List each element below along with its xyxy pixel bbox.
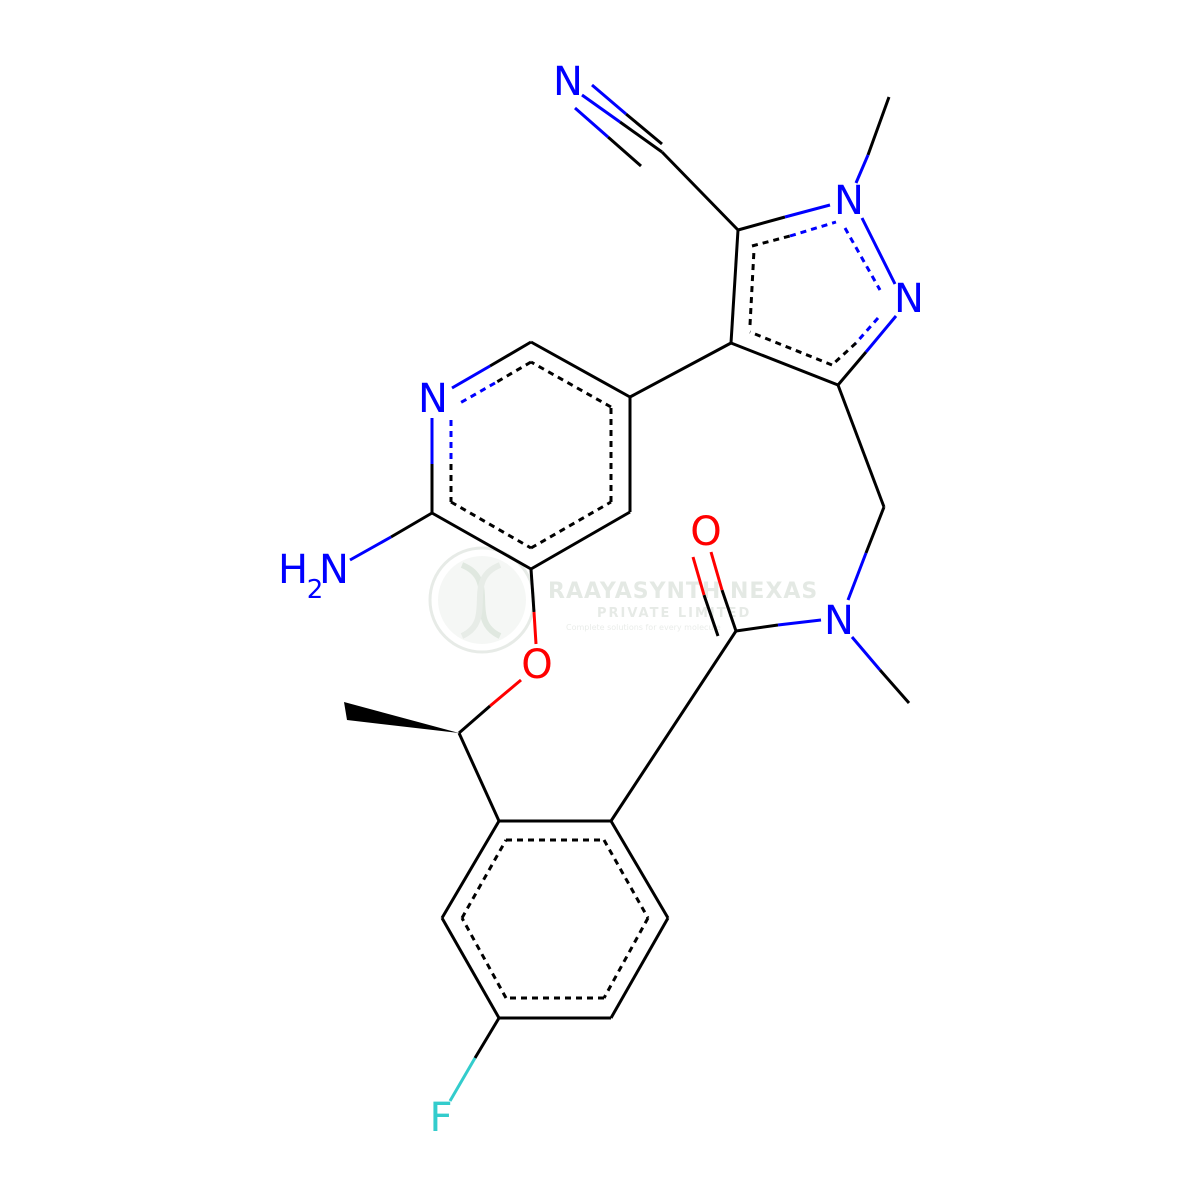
bond-ether-2: [489, 678, 522, 708]
bond-amide: [735, 623, 779, 633]
watermark-name: RAAYASYNTH NEXAS: [548, 579, 818, 604]
bond-amide-ch2: [846, 552, 868, 601]
pyridine-ring: [430, 340, 632, 571]
bond-ch2-pyrazole: [836, 384, 886, 508]
watermark-logo: RAAYASYNTH NEXAS PRIVATE LIMITED Complet…: [428, 546, 818, 654]
atom-carbonyl-oxygen: O: [690, 509, 721, 555]
bond-fluoro: [473, 1017, 501, 1059]
atom-labels: N N N N O N O F H 2 N: [278, 59, 924, 1141]
bond-nitrile: [574, 83, 740, 232]
bond-n1-methyl: [866, 96, 891, 156]
bond-amine: [390, 511, 433, 539]
watermark-tagline: Complete solutions for every molecule: [566, 623, 721, 632]
atom-pyrazole-n2: N: [894, 276, 924, 322]
atom-amine-subscript: 2: [307, 575, 324, 605]
atom-pyridine-nitrogen: N: [418, 376, 448, 422]
benzene-ring: [440, 819, 670, 1020]
bond-chiral-aryl: [457, 732, 501, 822]
atom-amine-group: H 2 N: [278, 547, 349, 605]
atom-fluorine: F: [429, 1095, 452, 1141]
bond-ether-1: [529, 568, 536, 613]
bond-wedge: [344, 702, 459, 733]
atom-nitrile-nitrogen: N: [553, 59, 583, 105]
bonds: [344, 83, 911, 1102]
atom-amine-nitrogen: N: [319, 547, 349, 593]
bond-biaryl: [629, 341, 732, 399]
atom-amide-nitrogen: N: [824, 598, 854, 644]
pyrazole-ring: [729, 203, 898, 387]
atom-ether-oxygen: O: [521, 642, 552, 688]
atom-pyrazole-n1: N: [834, 178, 864, 224]
bond-aryl-carbonyl: [609, 630, 738, 822]
atom-amine-hydrogen: H: [278, 547, 308, 593]
bond-amide-methyl: [850, 636, 882, 671]
bond-carbonyl: [691, 551, 738, 637]
